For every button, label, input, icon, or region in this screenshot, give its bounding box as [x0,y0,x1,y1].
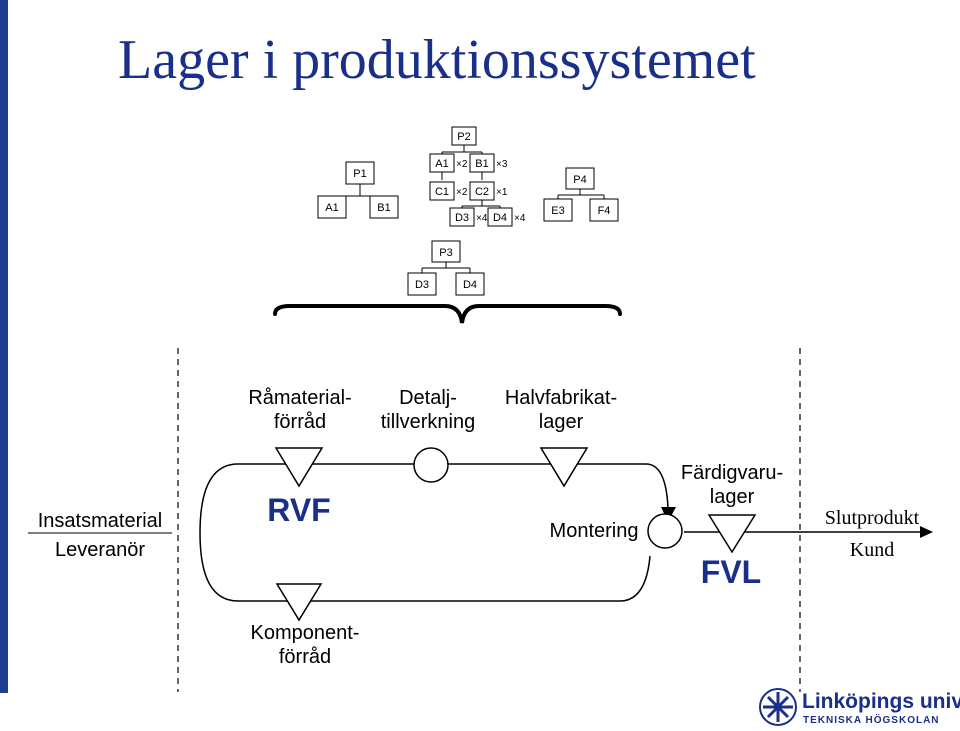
d4-box [455,272,485,296]
f4-label: F4 [598,205,611,217]
halvfabrikat-label-1: Halvfabrikat- [505,387,617,409]
p2-a1-qty: ×2 [456,159,468,170]
montering-label: Montering [550,520,639,542]
logo-emblem-icon [759,688,797,726]
ramaterial-stock-triangle [274,447,324,488]
p2-d3-label: D3 [455,212,469,224]
fardigvaru-label-1: Färdigvaru- [681,462,783,484]
p1-label: P1 [353,168,366,180]
montering-operation-circle [647,513,683,549]
detalj-operation-circle [413,447,449,483]
p2-d4-box [487,207,513,227]
fardigvaru-label-2: lager [710,486,755,508]
leveranor-label: Leveranör [55,539,145,561]
rvf-label: RVF [267,492,330,528]
insatsmaterial-label: Insatsmaterial [38,510,163,532]
logo-name: Linköpings universitet [802,690,960,713]
detalj-label-1: Detalj- [399,387,457,409]
a1-label: A1 [325,202,338,214]
p4-label: P4 [573,174,586,186]
halvfabrikat-label-2: lager [539,411,584,433]
d3-box [407,272,437,296]
halvfabrikat-stock-triangle [539,447,589,488]
detalj-label-2: tillverkning [381,411,475,433]
e3-box [543,198,573,222]
a1-box [317,195,347,219]
p2-a1-box [429,153,455,173]
b1-box [369,195,399,219]
komponent-label-1: Komponent- [251,622,360,644]
curly-brace [273,304,622,324]
p2-box [451,126,477,146]
p3-box [431,240,461,263]
product-tree-p3: P3 D3 D4 [407,240,485,296]
ramaterial-label-2: förråd [274,411,326,433]
p2-c1-box [429,181,455,201]
p2-b1-label: B1 [475,158,488,170]
slutprodukt-label: Slutprodukt [825,507,920,529]
product-tree-p2: P2 A1 ×2 B1 ×3 C1 ×2 C2 ×1 D3 ×4 D4 ×4 [429,126,526,227]
product-tree-p4: P4 E3 F4 [543,167,619,222]
p2-d3-box [449,207,475,227]
p2-d4-label: D4 [493,212,507,224]
slide-title: Lager i produktionssystemet [118,29,756,91]
f4-box [589,198,619,222]
fvl-label: FVL [701,554,761,590]
ramaterial-label-1: Råmaterial- [248,387,351,409]
d4-label: D4 [463,279,477,291]
product-tree-p1: P1 A1 B1 [317,161,399,219]
p2-c2-label: C2 [475,186,489,198]
d3-label: D3 [415,279,429,291]
upper-flow-line [199,463,669,534]
p4-box [565,167,595,190]
output-arrow [920,526,933,538]
logo-subtitle: TEKNISKA HÖGSKOLAN [803,713,940,726]
p2-c1-qty: ×2 [456,187,468,198]
p2-b1-qty: ×3 [496,159,508,170]
komponent-label-2: förråd [279,646,331,668]
p2-c2-qty: ×1 [496,187,508,198]
p3-label: P3 [439,247,452,259]
b1-label: B1 [377,202,390,214]
p2-d3-qty: ×4 [476,213,488,224]
p2-d4-qty: ×4 [514,213,526,224]
lower-flow-line [199,532,651,602]
kund-label: Kund [850,539,894,561]
p2-c1-label: C1 [435,186,449,198]
p2-c2-box [469,181,495,201]
fardigvaru-stock-triangle [707,514,757,554]
p2-b1-box [469,153,495,173]
liu-logo: Linköpings universitet TEKNISKA HÖGSKOLA… [759,688,960,726]
left-accent-bar [0,0,8,693]
p2-label: P2 [457,131,470,143]
komponent-stock-triangle [275,583,323,622]
p1-box [345,161,375,185]
p2-a1-label: A1 [435,158,448,170]
e3-label: E3 [551,205,564,217]
